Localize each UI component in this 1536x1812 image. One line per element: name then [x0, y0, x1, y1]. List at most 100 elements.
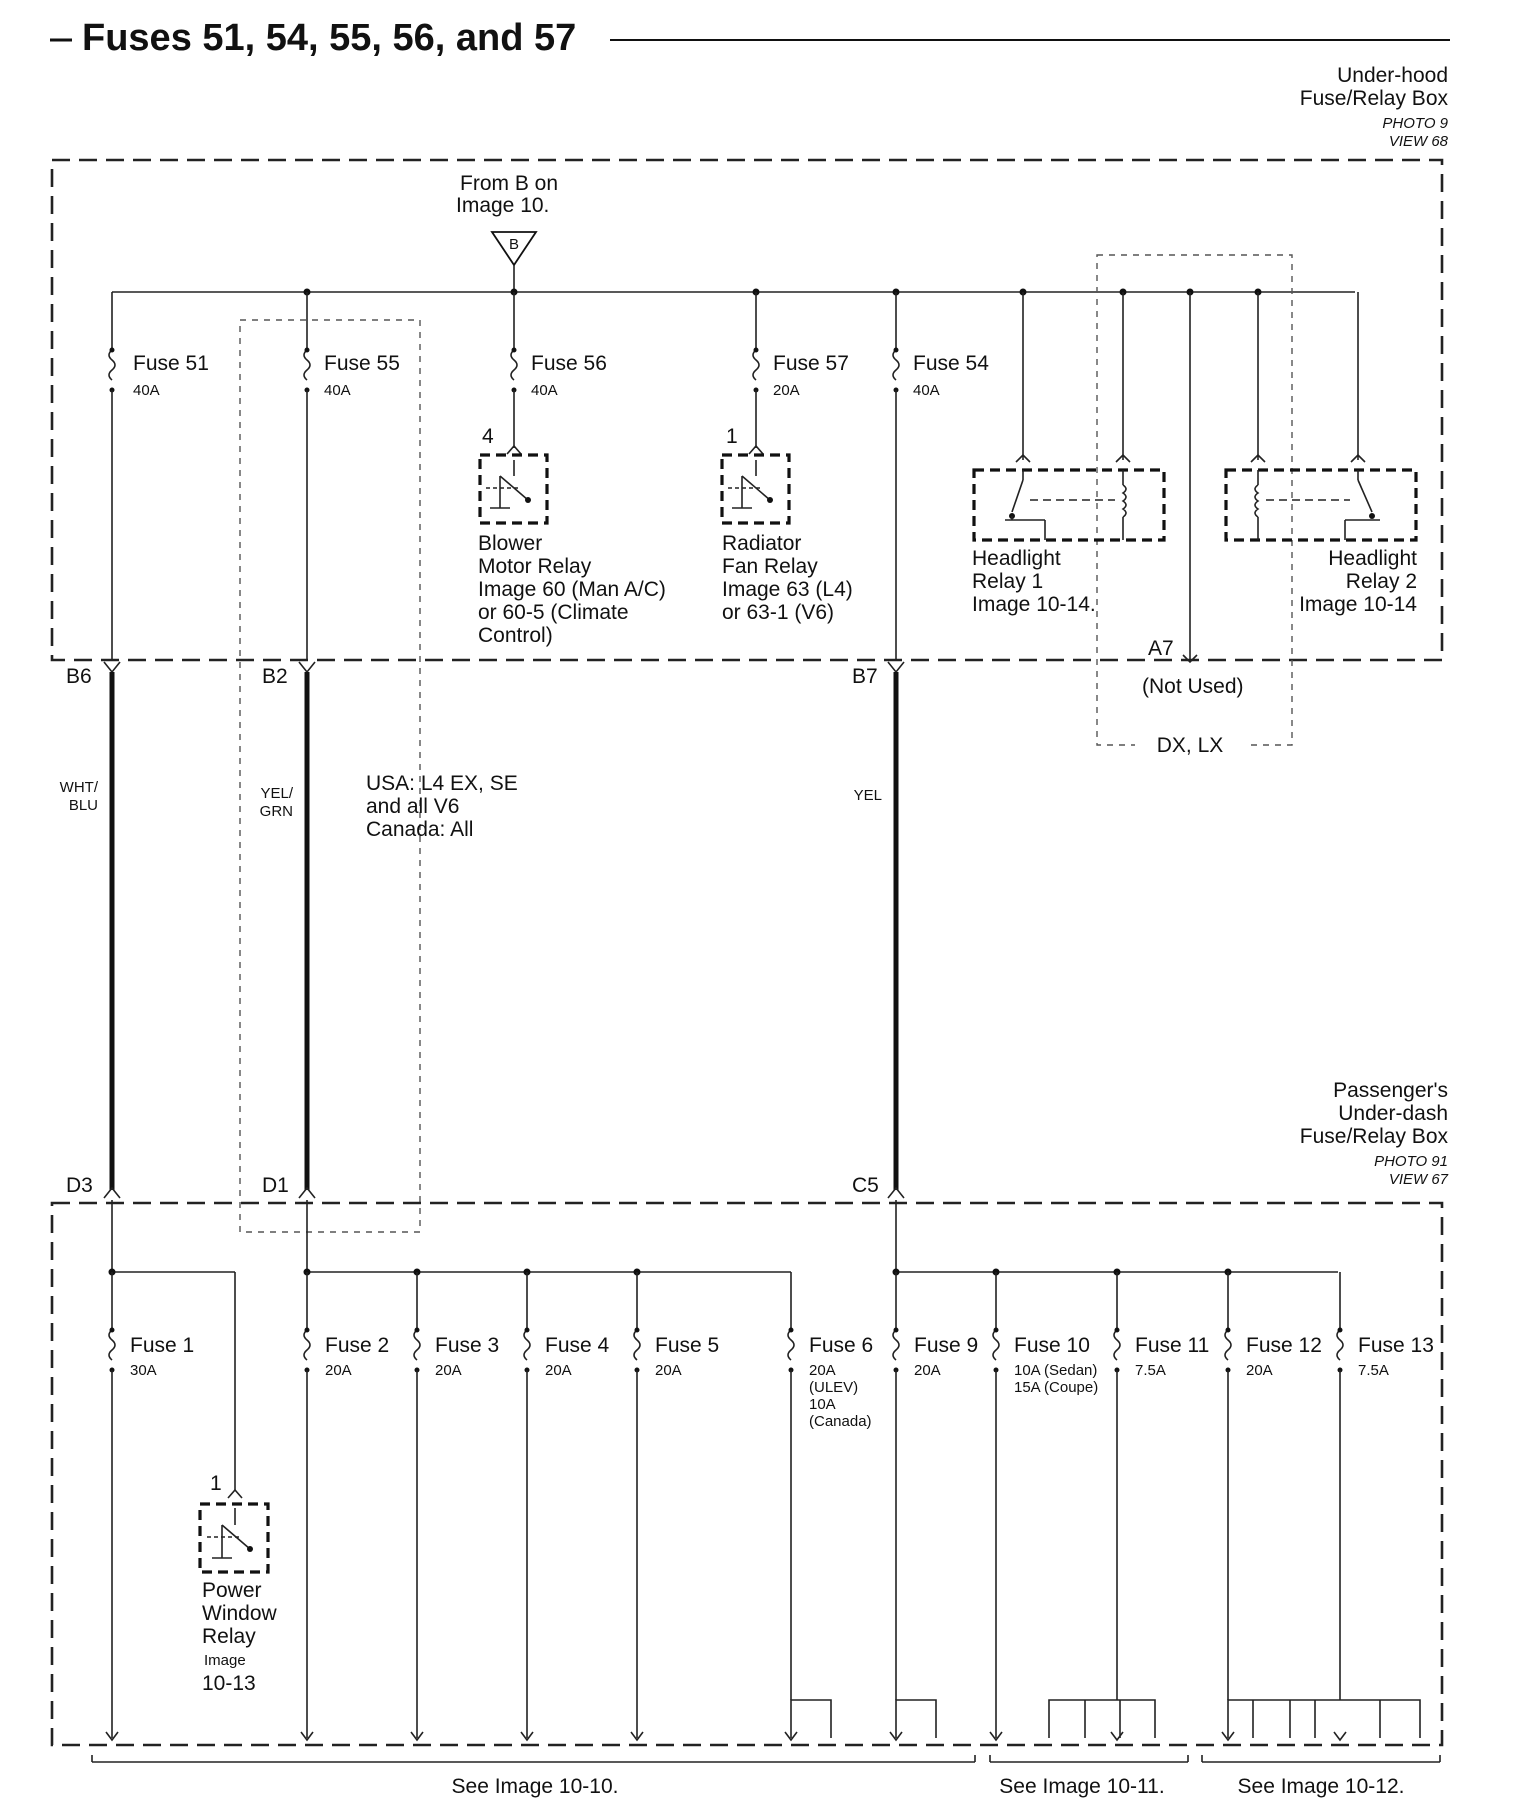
see-reference-brackets: See Image 10-10. See Image 10-11. See Im… — [91, 1755, 1441, 1798]
see-image-10-12: See Image 10-12. — [1238, 1775, 1405, 1798]
bottom-fuse-label: Fuse 13 — [1358, 1334, 1434, 1357]
fuse-56-branch: Fuse 56 40A — [510, 292, 607, 448]
bottom-fuse-label: Fuse 1 — [130, 1334, 194, 1357]
radiator-fan-relay: 1 Radiator Fan Relay Image 63 (L4) or 63… — [720, 425, 853, 624]
underhood-box-label-2: Fuse/Relay Box — [1300, 87, 1449, 110]
bottom-fuse-rating: 20A — [325, 1362, 352, 1379]
headlight-relay-1: Headlight Relay 1 Image 10-14. — [972, 292, 1166, 616]
radiator-relay-text-1: Radiator — [722, 532, 801, 555]
bottom-fuse-rating: 20A — [1246, 1362, 1273, 1379]
bottom-fuse-rating: 30A — [130, 1362, 157, 1379]
connector-b-icon — [490, 231, 538, 267]
power-window-text-5: 10-13 — [202, 1672, 256, 1695]
terminals-top: B6 B2 B7 — [66, 661, 905, 688]
radiator-relay-pin: 1 — [726, 425, 738, 448]
power-window-text-4: Image — [204, 1652, 246, 1669]
see-image-10-11: See Image 10-11. — [999, 1775, 1164, 1798]
blower-relay-text-4: or 60-5 (Climate — [478, 601, 629, 624]
terminal-d3: D3 — [66, 1174, 93, 1197]
fuse-55-label: Fuse 55 — [324, 352, 400, 375]
radiator-relay-text-3: Image 63 (L4) — [722, 578, 853, 601]
terminal-b2: B2 — [262, 665, 288, 688]
bottom-fuse-label: Fuse 6 — [809, 1334, 873, 1357]
fuse-57-label: Fuse 57 — [773, 352, 849, 375]
underhood-photo-ref: PHOTO 9 — [1382, 115, 1448, 132]
power-window-text-1: Power — [202, 1579, 262, 1602]
bottom-fuse-label: Fuse 2 — [325, 1334, 389, 1357]
fuse-57-branch: Fuse 57 20A — [752, 292, 849, 448]
source-label-1: From B on — [460, 172, 558, 195]
option-note-2: and all V6 — [366, 795, 459, 818]
wire-yel-label: YEL — [854, 787, 882, 804]
power-window-text-2: Window — [202, 1602, 278, 1625]
headlight-relay-2: Headlight Relay 2 Image 10-14 — [1224, 292, 1418, 616]
underdash-box-label-1: Passenger's — [1333, 1079, 1448, 1102]
wire-wht-blu-label-1: WHT/ — [60, 779, 99, 796]
fuse-55-rating: 40A — [324, 382, 351, 399]
bottom-fuse-rating: (ULEV) — [809, 1379, 858, 1396]
fuse-54-branch: Fuse 54 40A — [892, 292, 989, 660]
bottom-fuse-rating: 20A — [545, 1362, 572, 1379]
headlight-relay-2-text-3: Image 10-14 — [1299, 593, 1417, 616]
wire-wht-blu-label-2: BLU — [69, 797, 98, 814]
bottom-fuse-rating: 10A — [809, 1396, 836, 1413]
blower-relay-text-1: Blower — [478, 532, 542, 555]
a7-not-used: A7 (Not Used) — [1142, 292, 1244, 698]
underdash-photo-ref: PHOTO 91 — [1374, 1153, 1448, 1170]
bottom-fuse-1: Fuse 1 30A — [105, 1272, 194, 1742]
bottom-fuse-label: Fuse 5 — [655, 1334, 719, 1357]
headlight-relay-1-text-1: Headlight — [972, 547, 1061, 570]
headlight-relay-1-text-3: Image 10-14. — [972, 593, 1096, 616]
bottom-fuse-11: Fuse 137.5A — [1333, 1272, 1434, 1742]
bottom-fuse-10: Fuse 12 20A — [1221, 1272, 1322, 1742]
fuse-54-label: Fuse 54 — [913, 352, 989, 375]
blower-motor-relay: 4 Blower Motor Relay Image 60 (Man A/C) … — [478, 425, 666, 647]
terminal-c5: C5 — [852, 1174, 879, 1197]
terminal-d1: D1 — [262, 1174, 289, 1197]
blower-relay-text-2: Motor Relay — [478, 555, 592, 578]
wire-yel-grn-label-1: YEL/ — [260, 785, 293, 802]
fuse-54-rating: 40A — [913, 382, 940, 399]
bottom-fuse-label: Fuse 10 — [1014, 1334, 1090, 1357]
fuse-57-rating: 20A — [773, 382, 800, 399]
power-window-relay-pin: 1 — [210, 1472, 222, 1495]
option-note-3: Canada: All — [366, 818, 473, 841]
fuse-56-rating: 40A — [531, 382, 558, 399]
fuse-56-label: Fuse 56 — [531, 352, 607, 375]
headlight-relay-2-text-1: Headlight — [1328, 547, 1417, 570]
terminal-b7: B7 — [852, 665, 878, 688]
radiator-relay-text-2: Fan Relay — [722, 555, 818, 578]
bottom-fuse-3: Fuse 3 20A — [410, 1272, 499, 1742]
wire-yel-grn-label-2: GRN — [260, 803, 293, 820]
fuse-51-rating: 40A — [133, 382, 160, 399]
output-connectors — [790, 1699, 1421, 1738]
blower-relay-text-5: Control) — [478, 624, 553, 647]
a7-note: (Not Used) — [1142, 675, 1244, 698]
page-title: Fuses 51, 54, 55, 56, and 57 — [82, 17, 576, 59]
terminals-bottom: D3 D1 C5 — [66, 1174, 905, 1199]
bottom-fuse-label: Fuse 9 — [914, 1334, 978, 1357]
underhood-view-ref: VIEW 68 — [1389, 133, 1449, 150]
bottom-fuse-rating: 20A — [655, 1362, 682, 1379]
underdash-box-label-2: Under-dash — [1338, 1102, 1448, 1125]
bottom-fuse-label: Fuse 3 — [435, 1334, 499, 1357]
bottom-fuse-rating: 20A — [435, 1362, 462, 1379]
blower-relay-pin: 4 — [482, 425, 494, 448]
bottom-fuse-rating: (Canada) — [809, 1413, 872, 1430]
terminal-b6: B6 — [66, 665, 92, 688]
radiator-relay-text-4: or 63-1 (V6) — [722, 601, 834, 624]
bottom-fuse-2: Fuse 2 20A — [300, 1272, 389, 1742]
fuse-51-branch: Fuse 51 40A — [108, 292, 209, 660]
see-image-10-10: See Image 10-10. — [452, 1775, 619, 1798]
bottom-fuse-rating: 15A (Coupe) — [1014, 1379, 1098, 1396]
bottom-fuse-rating: 10A (Sedan) — [1014, 1362, 1097, 1379]
power-window-text-3: Relay — [202, 1625, 256, 1648]
headlight-relay-1-text-2: Relay 1 — [972, 570, 1043, 593]
option-region-dx-lx — [1096, 254, 1293, 746]
bottom-fuse-label: Fuse 12 — [1246, 1334, 1322, 1357]
option-note-1: USA: L4 EX, SE — [366, 772, 518, 795]
